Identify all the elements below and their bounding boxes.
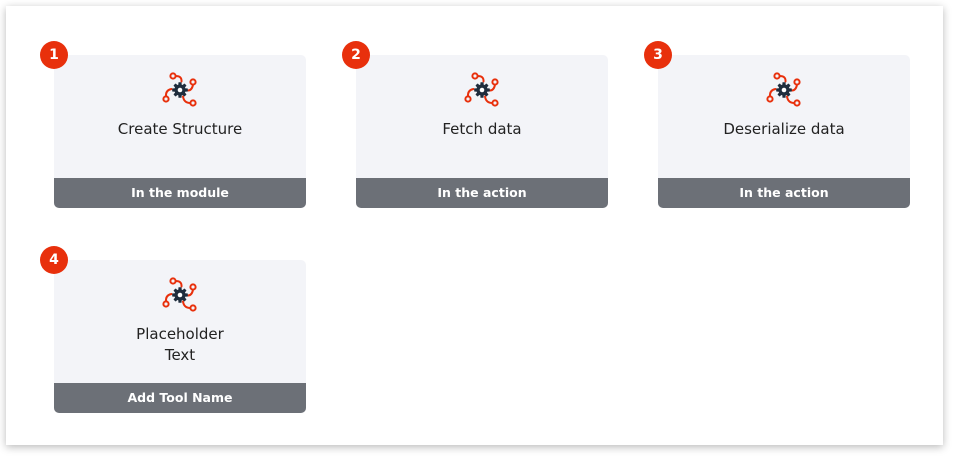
step-footer: Add Tool Name: [54, 383, 306, 413]
step-footer: In the action: [356, 178, 608, 208]
workflow-gear-icon: [162, 72, 198, 108]
workflow-gear-icon: [464, 72, 500, 108]
step-footer: In the module: [54, 178, 306, 208]
step-number-badge: 1: [40, 41, 68, 69]
step-title: Fetch data: [442, 120, 522, 138]
step-card-4: Placeholder Text Add Tool Name: [54, 260, 306, 413]
workflow-gear-icon: [162, 277, 198, 313]
step-number-badge: 2: [342, 41, 370, 69]
step-card-2: Fetch data In the action: [356, 55, 608, 208]
step-number-badge: 3: [644, 41, 672, 69]
step-footer: In the action: [658, 178, 910, 208]
step-card-3: Deserialize data In the action: [658, 55, 910, 208]
step-title: Create Structure: [117, 120, 243, 138]
step-number-badge: 4: [40, 246, 68, 274]
step-title: Placeholder Text: [136, 325, 224, 364]
workflow-gear-icon: [766, 72, 802, 108]
step-card-1: Create Structure In the module: [54, 55, 306, 208]
step-title: Deserialize data: [723, 120, 845, 138]
